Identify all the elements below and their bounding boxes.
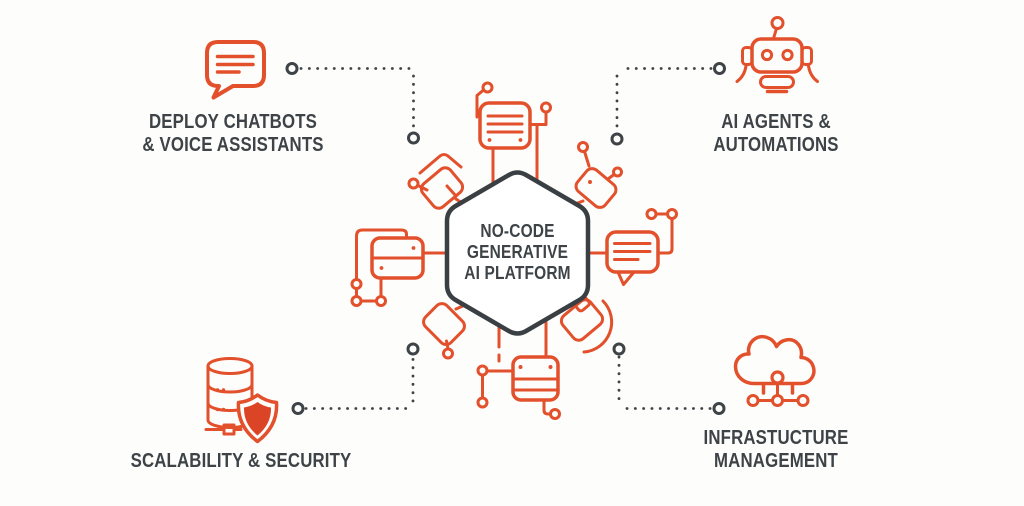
server-box-circuit-icon [476, 318, 561, 420]
feature-label-line: & VOICE ASSISTANTS [142, 134, 324, 156]
cloud-network-icon [733, 334, 816, 407]
feature-label-line: AI AGENTS & [721, 111, 831, 133]
hexagon-panel [444, 170, 591, 336]
connector-top-right [610, 62, 726, 146]
connector-bottom-right [612, 342, 726, 415]
center-title-line2: GENERATIVE [466, 242, 569, 262]
feature-label-infrastructure-management: INFRASTUCTURE MANAGEMENT [650, 427, 902, 473]
feature-label-line: DEPLOY CHATBOTS [148, 111, 318, 133]
chat-message-circuit-icon [588, 208, 678, 286]
document-circuit-icon [475, 81, 552, 185]
center-title-line1: NO-CODE [480, 221, 555, 241]
connector-bottom-left [291, 342, 420, 415]
feature-label-line: INFRASTUCTURE [703, 427, 849, 449]
database-shield-icon [204, 357, 279, 444]
chat-bubble-icon [205, 40, 266, 100]
robot-icon [735, 16, 819, 94]
center-title-line3: AI PLATFORM [464, 263, 571, 283]
tilted-card-icon-top-left [407, 153, 470, 210]
feature-label-ai-agents: AI AGENTS & AUTOMATIONS [650, 111, 902, 157]
tilted-card-icon-bottom-left [422, 302, 467, 360]
feature-label-scalability-security: SCALABILITY & SECURITY [115, 450, 367, 473]
feature-label-deploy-chatbots: DEPLOY CHATBOTS & VOICE ASSISTANTS [107, 111, 359, 157]
tilted-card-circuit-icon-top-right [573, 141, 623, 209]
feature-label-line: AUTOMATIONS [713, 134, 839, 156]
server-drawer-circuit-icon [350, 228, 447, 307]
center-hexagon-title: NO-CODE GENERATIVE AI PLATFORM [448, 221, 586, 284]
feature-label-line: MANAGEMENT [714, 450, 838, 472]
connector-top-left [285, 62, 420, 145]
feature-label-line: SCALABILITY & SECURITY [130, 450, 352, 472]
